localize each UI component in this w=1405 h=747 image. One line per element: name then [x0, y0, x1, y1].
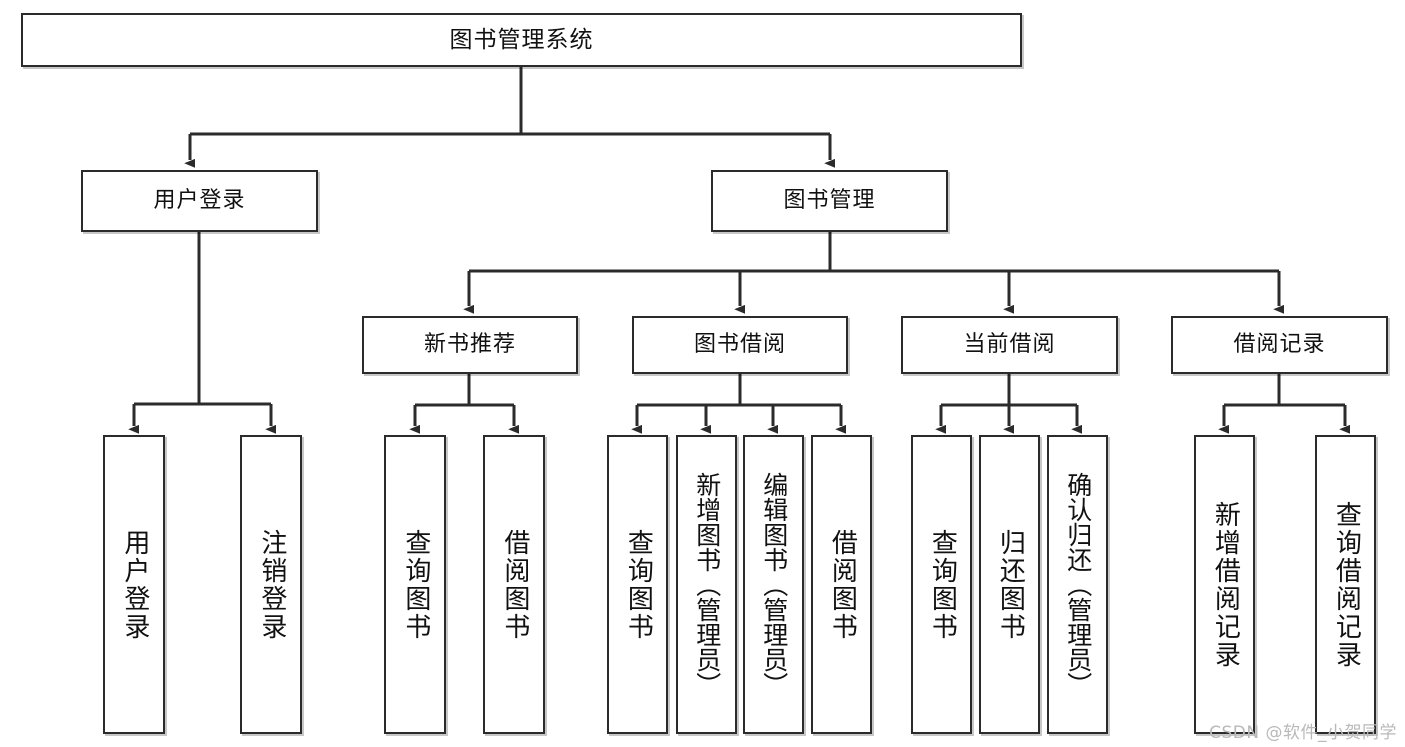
node-book-management[interactable]: 图书管理 [711, 170, 948, 232]
leaf-book-borrow-add[interactable]: 新增图书（管理员） [676, 435, 737, 734]
leaf-new-book-query[interactable]: 查询图书 [384, 435, 446, 734]
leaf-user-login-logout[interactable]: 注销登录 [240, 435, 302, 734]
node-label: 用户登录 [119, 528, 150, 641]
node-label: 编辑图书（管理员） [759, 472, 789, 697]
node-label: 归还图书 [995, 528, 1026, 641]
node-label: 查询图书 [623, 528, 654, 641]
node-user-login[interactable]: 用户登录 [81, 170, 318, 232]
leaf-borrow-record-query[interactable]: 查询借阅记录 [1315, 435, 1376, 734]
node-label: 借阅图书 [827, 528, 858, 641]
node-label: 新增借阅记录 [1210, 500, 1241, 669]
leaf-book-borrow-borrow[interactable]: 借阅图书 [811, 435, 872, 734]
leaf-current-borrow-confirm-return[interactable]: 确认归还（管理员） [1047, 435, 1108, 734]
csdn-watermark: CSDN @软件_小贺同学 [1209, 723, 1397, 743]
node-label: 新书推荐 [423, 332, 516, 358]
node-label: 查询图书 [400, 528, 431, 641]
leaf-book-borrow-query[interactable]: 查询图书 [607, 435, 668, 734]
node-label: 图书借阅 [693, 332, 786, 358]
node-label: 借阅图书 [499, 528, 530, 641]
node-root-system[interactable]: 图书管理系统 [21, 13, 1022, 67]
node-label: 确认归还（管理员） [1063, 472, 1093, 697]
node-label: 当前借阅 [963, 332, 1056, 358]
node-label: 注销登录 [256, 528, 287, 641]
node-borrow-record[interactable]: 借阅记录 [1171, 316, 1388, 374]
leaf-book-borrow-edit[interactable]: 编辑图书（管理员） [743, 435, 804, 734]
leaf-new-book-borrow[interactable]: 借阅图书 [483, 435, 545, 734]
node-current-borrow[interactable]: 当前借阅 [901, 316, 1118, 374]
node-label: 新增图书（管理员） [692, 472, 722, 697]
node-label: 查询借阅记录 [1331, 500, 1362, 669]
node-label: 借阅记录 [1233, 332, 1326, 358]
node-label: 图书管理系统 [449, 26, 594, 53]
leaf-current-borrow-return[interactable]: 归还图书 [979, 435, 1040, 734]
node-new-book-recommend[interactable]: 新书推荐 [362, 316, 578, 374]
leaf-borrow-record-add[interactable]: 新增借阅记录 [1194, 435, 1255, 734]
leaf-user-login-login[interactable]: 用户登录 [103, 435, 165, 734]
node-label: 图书管理 [783, 188, 876, 214]
node-book-borrow[interactable]: 图书借阅 [632, 316, 848, 374]
node-label: 查询图书 [927, 528, 958, 641]
leaf-current-borrow-query[interactable]: 查询图书 [911, 435, 972, 734]
node-label: 用户登录 [153, 188, 246, 214]
